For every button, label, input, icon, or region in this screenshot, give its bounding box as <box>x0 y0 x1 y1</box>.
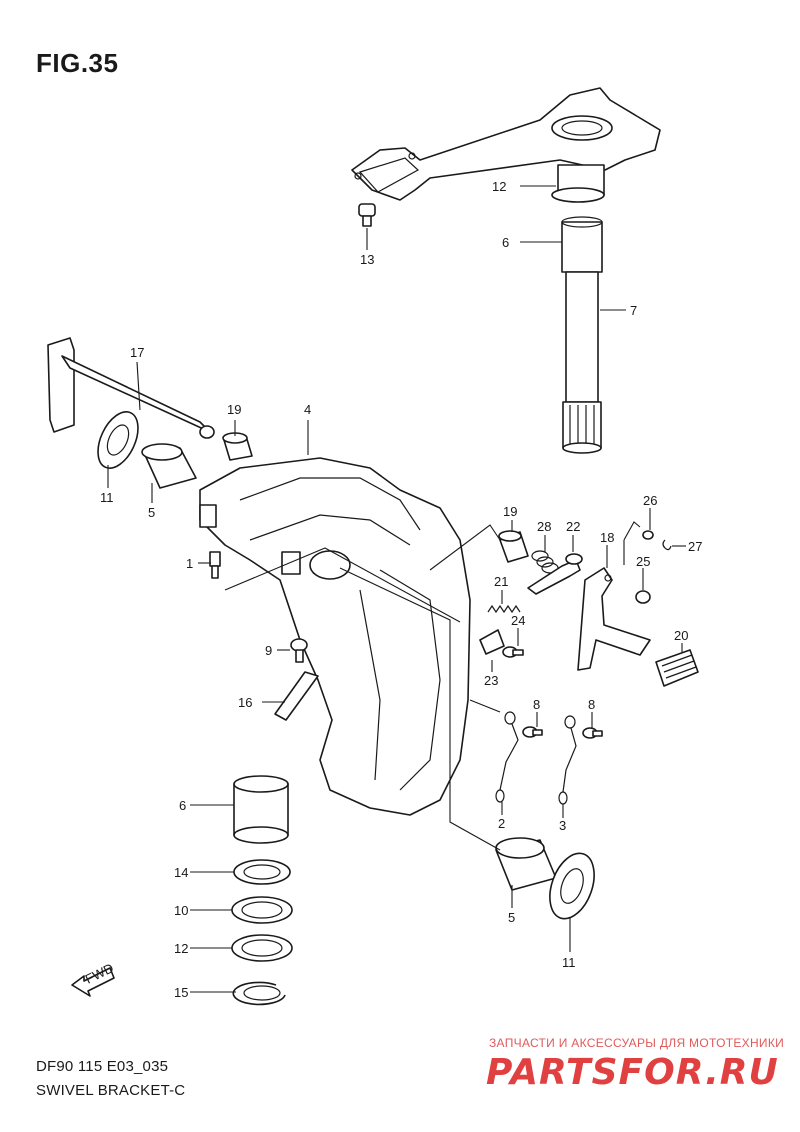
lever-22 <box>527 553 583 595</box>
callout-2: 2 <box>498 816 505 831</box>
fwd-arrow-icon: FWD <box>71 960 116 997</box>
callout-15: 15 <box>174 985 188 1000</box>
callout-28: 28 <box>537 519 551 534</box>
callout-11-left: 11 <box>100 490 114 505</box>
callout-13: 13 <box>360 252 374 267</box>
bolt-8b <box>582 727 603 739</box>
callout-4: 4 <box>304 402 311 417</box>
callout-20: 20 <box>674 628 688 643</box>
swivel-bracket <box>199 457 471 816</box>
figure-code: DF90 115 E03_035 <box>36 1058 169 1075</box>
bolt-9 <box>290 638 308 663</box>
assembly-line-rod <box>224 547 461 623</box>
watermark-tagline: ЗАПЧАСТИ И АКСЕССУАРЫ ДЛЯ МОТОТЕХНИКИ <box>489 1036 785 1050</box>
washer-26 <box>642 530 654 540</box>
callout-27: 27 <box>688 539 702 554</box>
tilt-rod <box>47 337 215 439</box>
callout-19-right: 19 <box>503 504 517 519</box>
callout-23: 23 <box>484 673 498 688</box>
figure-name: SWIVEL BRACKET-C <box>36 1082 186 1099</box>
assembly-line-pivot <box>339 567 501 851</box>
callout-26: 26 <box>643 493 657 508</box>
callout-12-bottom: 12 <box>174 941 188 956</box>
ground-wire-3 <box>558 715 577 805</box>
pin-27 <box>662 539 672 551</box>
callout-17: 17 <box>130 345 144 360</box>
washer-12 <box>231 934 293 962</box>
callout-6-top: 6 <box>502 235 509 250</box>
washer-11-left <box>97 411 139 469</box>
callout-6-bottom: 6 <box>179 798 186 813</box>
assembly-line-lock <box>429 524 501 571</box>
steering-arm <box>351 87 661 201</box>
callout-numbers: 12 6 7 13 17 19 4 11 5 1 9 16 6 14 10 12… <box>100 179 702 1000</box>
callout-22: 22 <box>566 519 580 534</box>
callout-19-left: 19 <box>227 402 241 417</box>
spring-21 <box>487 604 521 614</box>
circlip-15 <box>232 981 286 1006</box>
spring-28 <box>531 550 559 574</box>
callout-21: 21 <box>494 574 508 589</box>
callout-18: 18 <box>600 530 614 545</box>
callout-5-right: 5 <box>508 910 515 925</box>
bush-5-left <box>141 443 197 489</box>
lever-18 <box>577 567 651 671</box>
bolt-13 <box>358 203 376 227</box>
callout-7: 7 <box>630 303 637 318</box>
callout-24: 24 <box>511 613 525 628</box>
callout-5-left: 5 <box>148 505 155 520</box>
callout-leaders <box>107 185 686 993</box>
bolt-8a <box>522 726 543 738</box>
bracket-16 <box>274 671 319 721</box>
bush-5-right <box>495 837 557 891</box>
callout-8b: 8 <box>588 697 595 712</box>
callout-25: 25 <box>636 554 650 569</box>
callout-8a: 8 <box>533 697 540 712</box>
grip-20 <box>655 649 699 687</box>
callout-9: 9 <box>265 643 272 658</box>
assembly-line-bracket <box>469 699 501 713</box>
plate-23 <box>479 629 505 655</box>
watermark-brand: PARTSFOR.RU <box>486 1052 779 1093</box>
callout-1: 1 <box>186 556 193 571</box>
figure-title: FIG.35 <box>36 48 119 78</box>
washer-11-right <box>549 852 595 920</box>
callout-11-right: 11 <box>562 955 576 970</box>
bolt-1 <box>209 551 221 579</box>
ground-wire-2 <box>495 711 519 803</box>
callout-16: 16 <box>238 695 252 710</box>
bush-6-bottom <box>233 775 289 844</box>
callout-10: 10 <box>174 903 188 918</box>
callout-3: 3 <box>559 818 566 833</box>
callout-12-top: 12 <box>492 179 506 194</box>
washer-10 <box>231 896 293 924</box>
callout-14: 14 <box>174 865 188 880</box>
assembly-line-lever <box>623 521 641 565</box>
nut-25 <box>635 590 651 604</box>
washer-14 <box>233 859 291 885</box>
upper-shaft <box>551 164 605 454</box>
bolt-24 <box>502 646 524 658</box>
bush-19-left <box>222 432 253 461</box>
bush-19-right <box>498 530 529 563</box>
